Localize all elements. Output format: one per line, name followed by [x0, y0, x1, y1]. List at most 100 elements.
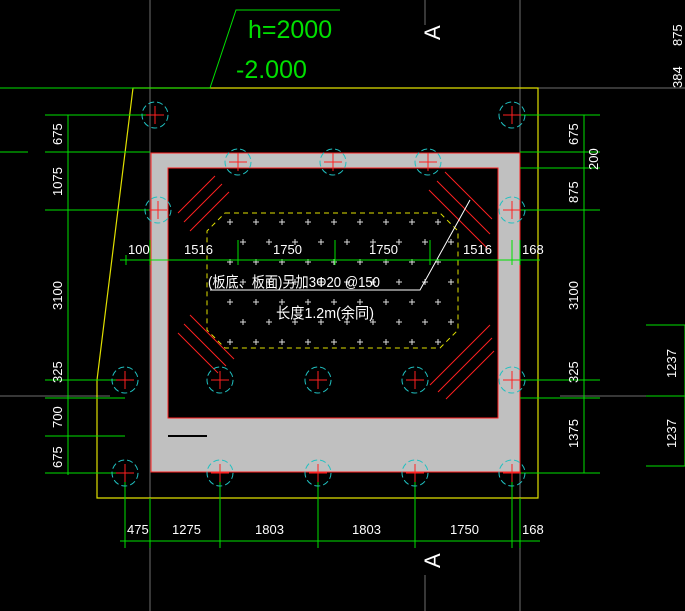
pile: [144, 196, 172, 224]
left-dim-3: 3100: [50, 281, 65, 310]
piles: [111, 101, 526, 487]
bottom-dim-4: 1803: [352, 522, 381, 537]
pile: [498, 366, 526, 394]
rebar-cross: [448, 239, 454, 245]
corner-bar: [183, 183, 223, 223]
corner-bar: [189, 191, 230, 232]
rebar-cross: [240, 279, 246, 285]
wall-band-bottom: [207, 436, 520, 472]
corner-bar: [177, 175, 216, 214]
rebar-cross: [266, 279, 272, 285]
rebar-cross: [292, 239, 298, 245]
corner-bar: [437, 337, 493, 393]
rebar-cross: [318, 279, 324, 285]
pile: [304, 366, 332, 394]
bottom-dim-3: 1803: [255, 522, 284, 537]
rebar-cross: [266, 319, 272, 325]
bottom-dim-1: 475: [127, 522, 149, 537]
rebar-cross: [292, 279, 298, 285]
pile-ring: [498, 101, 526, 129]
pile: [111, 366, 139, 394]
wall-outer-line: [150, 152, 521, 473]
pile-ring: [414, 148, 442, 176]
rebar-note: (板底、板面)另加3Φ20 @150: [208, 273, 380, 291]
rebar-cross: [305, 299, 311, 305]
pile-ring: [498, 366, 526, 394]
inner-dim-6: 168: [522, 242, 544, 257]
top-right-dim-a: 384: [670, 66, 685, 88]
rebar-cross: [331, 339, 337, 345]
dimension-lines: [0, 9, 685, 548]
rebar-cross: [370, 239, 376, 245]
rebar-cross: [435, 299, 441, 305]
pile-ring: [304, 459, 332, 487]
corner-bar: [429, 324, 491, 386]
right-dim-1: 675: [566, 123, 581, 145]
rebar-cross: [370, 319, 376, 325]
rebar-cross: [435, 339, 441, 345]
pile: [498, 459, 526, 487]
inner-dim-3: 1750: [273, 242, 302, 257]
length-note: 长度1.2m(余同): [276, 304, 374, 322]
rebar-cross: [409, 339, 415, 345]
pile: [111, 459, 139, 487]
pile: [414, 148, 442, 176]
far-right-dim-2: 1237: [664, 419, 679, 448]
pile-ring: [144, 196, 172, 224]
pile: [224, 148, 252, 176]
rebar-cross: [383, 219, 389, 225]
corner-bar: [445, 350, 495, 400]
rebar-cross: [383, 299, 389, 305]
rebar-cross: [409, 219, 415, 225]
rebar-cross: [279, 339, 285, 345]
pile: [401, 459, 429, 487]
inner-dim-1: 100: [128, 242, 150, 257]
level-elevation-label: -2.000: [236, 56, 307, 84]
rebar-cross: [396, 239, 402, 245]
pile: [401, 366, 429, 394]
pile-ring: [498, 196, 526, 224]
level-leader: [0, 9, 340, 89]
pile: [141, 101, 169, 129]
rebar-cross: [344, 319, 350, 325]
wall-band-inner: [168, 418, 498, 436]
reinforcement-zone: [206, 212, 459, 349]
rebar-cross: [240, 319, 246, 325]
right-dim-2: 875: [566, 181, 581, 203]
rebar-cross: [227, 339, 233, 345]
bottom-dim-6: 168: [522, 522, 544, 537]
corner-bar: [189, 314, 235, 360]
rebar-cross: [435, 219, 441, 225]
corner-bar: [183, 323, 227, 367]
pile-ring: [206, 366, 234, 394]
rebar-cross: [383, 339, 389, 345]
rebar-cross: [253, 219, 259, 225]
rebar-cross: [240, 239, 246, 245]
section-mark-bottom: A: [420, 553, 445, 568]
rebar-cross: [279, 219, 285, 225]
inner-dim-2: 1516: [184, 242, 213, 257]
rebar-cross: [344, 279, 350, 285]
rebar-cross: [253, 299, 259, 305]
corner-bar: [444, 171, 493, 220]
left-dim-2: 1075: [50, 167, 65, 196]
corner-bars: [177, 171, 495, 400]
rebar-cross: [396, 279, 402, 285]
pile: [498, 101, 526, 129]
rebar-cross-pattern: [227, 219, 454, 345]
right-dim-4: 325: [566, 361, 581, 383]
rebar-cross: [279, 299, 285, 305]
rebar-cross: [331, 299, 337, 305]
rebar-cross: [409, 299, 415, 305]
inner-dim-4: 1750: [369, 242, 398, 257]
pile-ring: [224, 148, 252, 176]
rebar-cross: [331, 219, 337, 225]
rebar-cross: [357, 299, 363, 305]
rebar-cross: [448, 279, 454, 285]
rebar-cross: [227, 219, 233, 225]
leader-line: [210, 199, 471, 291]
pile-ring: [401, 366, 429, 394]
rebar-cross: [344, 239, 350, 245]
level-height-label: h=2000: [248, 16, 332, 44]
